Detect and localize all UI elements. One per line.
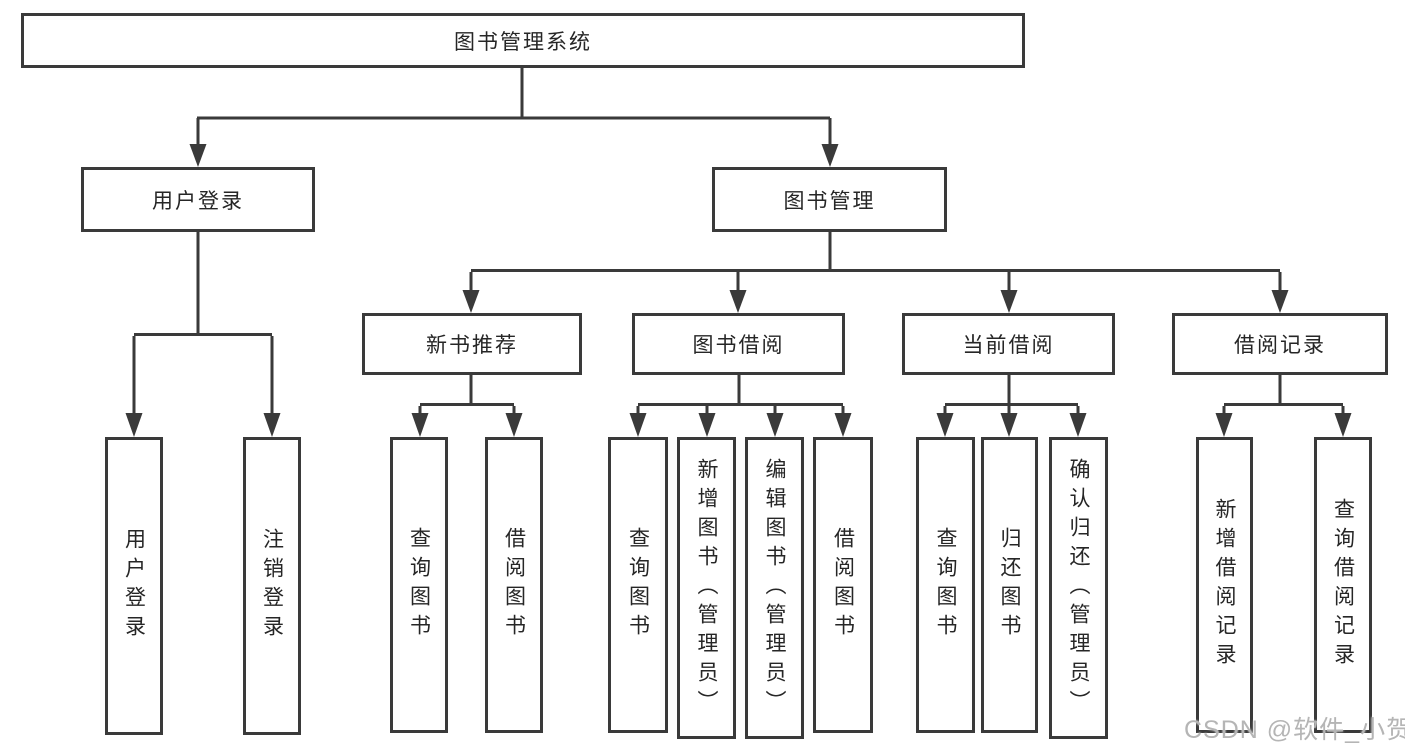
node-query-books-recommend: 查询图书 <box>390 437 448 733</box>
node-return-books: 归还图书 <box>981 437 1038 733</box>
node-library-management-system: 图书管理系统 <box>21 13 1025 68</box>
node-logout-login: 注销登录 <box>243 437 301 735</box>
watermark: CSDN @软件_小贺同学 <box>1184 716 1405 744</box>
node-user-login: 用户登录 <box>105 437 163 735</box>
node-query-books-borrow: 查询图书 <box>608 437 668 733</box>
node-book-management-branch: 图书管理 <box>712 167 947 232</box>
node-book-borrowing: 图书借阅 <box>632 313 845 375</box>
node-current-borrowing: 当前借阅 <box>902 313 1115 375</box>
node-query-borrow-record: 查询借阅记录 <box>1314 437 1372 733</box>
node-add-borrow-record: 新增借阅记录 <box>1196 437 1253 733</box>
node-edit-books-admin: 编辑图书（管理员） <box>745 437 804 739</box>
node-add-books-admin: 新增图书（管理员） <box>677 437 736 739</box>
node-borrow-books: 借阅图书 <box>813 437 873 733</box>
node-borrowing-records: 借阅记录 <box>1172 313 1388 375</box>
node-borrow-books-recommend: 借阅图书 <box>485 437 543 733</box>
node-query-books-current: 查询图书 <box>916 437 975 733</box>
node-confirm-return-admin: 确认归还（管理员） <box>1049 437 1108 739</box>
node-user-login-branch: 用户登录 <box>81 167 315 232</box>
node-new-book-recommendation: 新书推荐 <box>362 313 582 375</box>
